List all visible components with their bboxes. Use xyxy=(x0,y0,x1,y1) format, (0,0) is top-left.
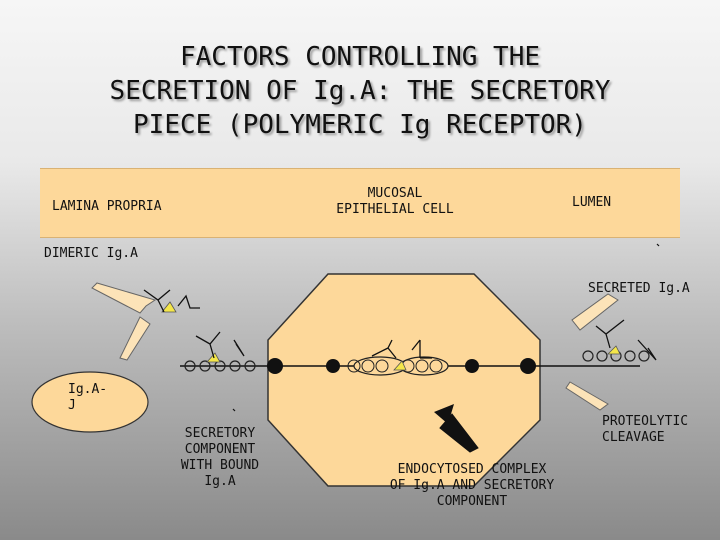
region-banner xyxy=(40,168,680,238)
endocytosed-complex-label: ENDOCYTOSED COMPLEX OF Ig.A AND SECRETOR… xyxy=(372,462,572,510)
endocytosed-line-3: COMPONENT xyxy=(436,494,508,509)
iga-j-line-1: Ig.A- xyxy=(68,382,108,397)
secretory-component xyxy=(582,350,594,362)
title-line-3: PIECE (POLYMERIC Ig RECEPTOR) xyxy=(133,110,587,140)
endocytosed-line-2: OF Ig.A AND SECRETORY xyxy=(389,478,555,493)
proteolytic-cleavage-label: PROTEOLYTIC CLEAVAGE xyxy=(602,414,688,446)
lumen-label: LUMEN xyxy=(572,195,612,210)
secretory-component xyxy=(199,360,211,372)
receptor-dot xyxy=(267,358,283,374)
secretory-line-4: Ig.A xyxy=(204,474,236,489)
arrow-secreted xyxy=(571,293,619,331)
secretory-component xyxy=(229,360,241,372)
secretory-component xyxy=(214,360,226,372)
mucosal-line-2: EPITHELIAL CELL xyxy=(336,202,454,217)
receptor-dot xyxy=(326,359,340,373)
dot-mark xyxy=(232,408,236,412)
proteolytic-line-1: PROTEOLYTIC xyxy=(602,414,689,429)
lamina-propria-label: LAMINA PROPRIA xyxy=(52,199,162,214)
secretory-component xyxy=(184,360,196,372)
mucosal-line-1: MUCOSAL xyxy=(367,186,423,201)
receptor-dot xyxy=(465,359,479,373)
j-chain-marker xyxy=(607,345,621,355)
secretory-line-2: COMPONENT xyxy=(184,442,256,457)
j-chain-marker xyxy=(393,360,407,371)
mucosal-epithelial-cell-label: MUCOSAL EPITHELIAL CELL xyxy=(320,186,470,218)
secretory-line-3: WITH BOUND xyxy=(180,458,260,473)
secreted-iga xyxy=(595,319,657,361)
secretory-component-label: SECRETORY COMPONENT WITH BOUND Ig.A xyxy=(160,426,280,490)
epithelial-cell xyxy=(267,273,541,487)
arrow-endocytosed-head xyxy=(434,404,454,424)
iga-dimer-in-vesicle xyxy=(411,339,432,359)
dimeric-iga-label: DIMERIC Ig.A xyxy=(44,246,138,261)
iga-dimer-bound xyxy=(195,331,245,359)
title-line-2: SECRETION OF Ig.A: THE SECRETORY xyxy=(109,76,611,106)
vesicle-dot xyxy=(375,359,389,373)
iga-j-line-2: J xyxy=(68,398,76,413)
secretory-line-1: SECRETORY xyxy=(184,426,256,441)
arrow-proteolytic xyxy=(565,381,609,411)
j-chain-marker xyxy=(161,301,177,313)
title-line-1: FACTORS CONTROLLING THE xyxy=(179,42,541,72)
vesicle-dot xyxy=(347,359,361,373)
receptor-dot xyxy=(520,358,536,374)
secretory-component xyxy=(596,350,608,362)
dot-mark xyxy=(656,243,660,247)
vesicle-dot xyxy=(429,359,443,373)
slide-title: FACTORS CONTROLLING THE SECRETION OF Ig.… xyxy=(40,40,680,142)
vesicle-dot xyxy=(361,359,375,373)
iga-j-label: Ig.A- J xyxy=(68,382,107,414)
arrow-iga-j-to-cell xyxy=(119,316,151,361)
secretory-component xyxy=(244,360,256,372)
iga-j-plasma-cell xyxy=(31,371,149,433)
dimeric-iga xyxy=(143,289,200,313)
iga-dimer-in-vesicle xyxy=(371,339,397,359)
secretory-component xyxy=(624,350,636,362)
vesicle-dot xyxy=(415,359,429,373)
arrow-dimeric-to-iga xyxy=(91,282,157,314)
proteolytic-line-2: CLEAVAGE xyxy=(602,430,665,445)
endocytosed-line-1: ENDOCYTOSED COMPLEX xyxy=(397,462,547,477)
secreted-iga-label: SECRETED Ig.A xyxy=(588,281,690,296)
secretory-component xyxy=(638,350,650,362)
